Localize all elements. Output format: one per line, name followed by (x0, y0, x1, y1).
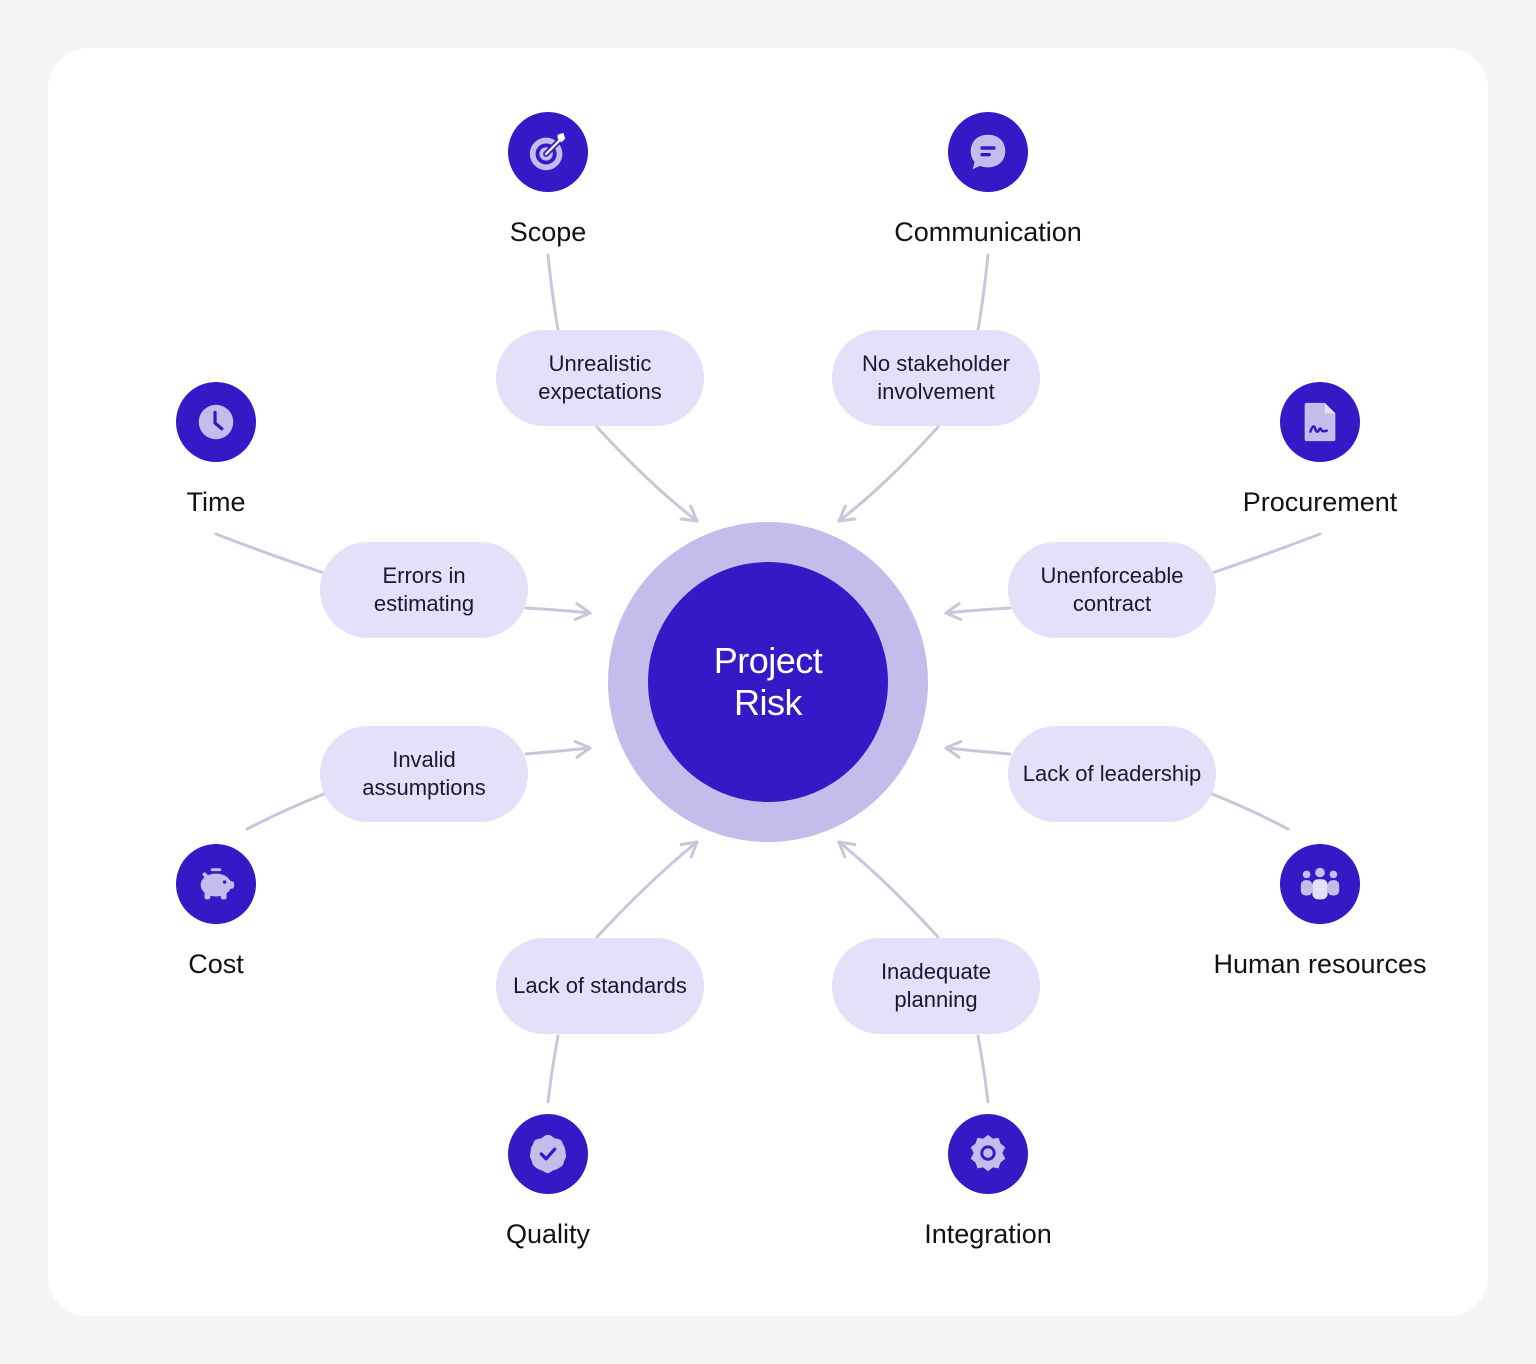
arrow-time-factor-to-center (524, 602, 592, 622)
factor-pill-integration: Inadequate planning (832, 938, 1040, 1034)
gear-icon (948, 1114, 1028, 1194)
target-icon (508, 112, 588, 192)
factor-pill-communication: No stakeholder involvement (832, 330, 1040, 426)
factor-pill-quality: Lack of standards (496, 938, 704, 1034)
arrow-quality-factor-to-center (595, 840, 699, 939)
connector-scope-to-factor (546, 253, 560, 332)
team-icon (1280, 844, 1360, 924)
factor-label-quality: Lack of standards (513, 973, 687, 998)
connector-quality-to-factor (546, 1034, 560, 1104)
category-label-time: Time (186, 487, 246, 517)
clock-icon (176, 382, 256, 462)
factor-label-communication: No stakeholder involvement (862, 351, 1010, 404)
factor-label-time: Errors in estimating (373, 563, 475, 616)
factor-label-cost: Invalid assumptions (362, 747, 486, 800)
arrow-human-resources-factor-to-center (944, 739, 1012, 759)
connector-cost-to-factor (245, 792, 326, 831)
category-label-procurement: Procurement (1242, 487, 1398, 517)
factor-label-human-resources: Lack of leadership (1022, 761, 1202, 786)
arrow-scope-factor-to-center (595, 425, 699, 523)
connector-human-resources-to-factor (1210, 792, 1290, 831)
arrow-integration-factor-to-center (837, 840, 940, 939)
arrow-communication-factor-to-center (837, 425, 940, 523)
arrow-cost-factor-to-center (524, 739, 592, 759)
category-label-cost: Cost (188, 949, 244, 979)
piggy-bank-icon (176, 844, 256, 924)
factor-label-procurement: Unenforceable contract (1040, 563, 1184, 616)
factor-pill-time: Errors in estimating (320, 542, 528, 638)
factor-pill-cost: Invalid assumptions (320, 726, 528, 822)
connector-procurement-to-factor (1210, 532, 1322, 575)
connector-communication-to-factor (976, 253, 990, 332)
factor-pill-human-resources: Lack of leadership (1008, 726, 1216, 822)
project-risk-title: Project Risk (713, 640, 823, 723)
factor-pill-procurement: Unenforceable contract (1008, 542, 1216, 638)
category-label-integration: Integration (924, 1219, 1052, 1249)
chat-bubble-icon (948, 112, 1028, 192)
arrow-procurement-factor-to-center (944, 602, 1012, 622)
project-risk-center: Project Risk (648, 562, 888, 802)
category-label-scope: Scope (509, 217, 587, 247)
connector-integration-to-factor (976, 1034, 990, 1104)
factor-label-scope: Unrealistic expectations (538, 351, 662, 404)
category-label-communication: Communication (894, 217, 1082, 247)
signed-document-icon (1280, 382, 1360, 462)
factor-pill-scope: Unrealistic expectations (496, 330, 704, 426)
category-label-quality: Quality (505, 1219, 591, 1249)
connector-time-to-factor (214, 532, 326, 575)
factor-label-integration: Inadequate planning (880, 959, 992, 1012)
quality-badge-icon (508, 1114, 588, 1194)
category-label-human-resources: Human resources (1213, 949, 1427, 979)
